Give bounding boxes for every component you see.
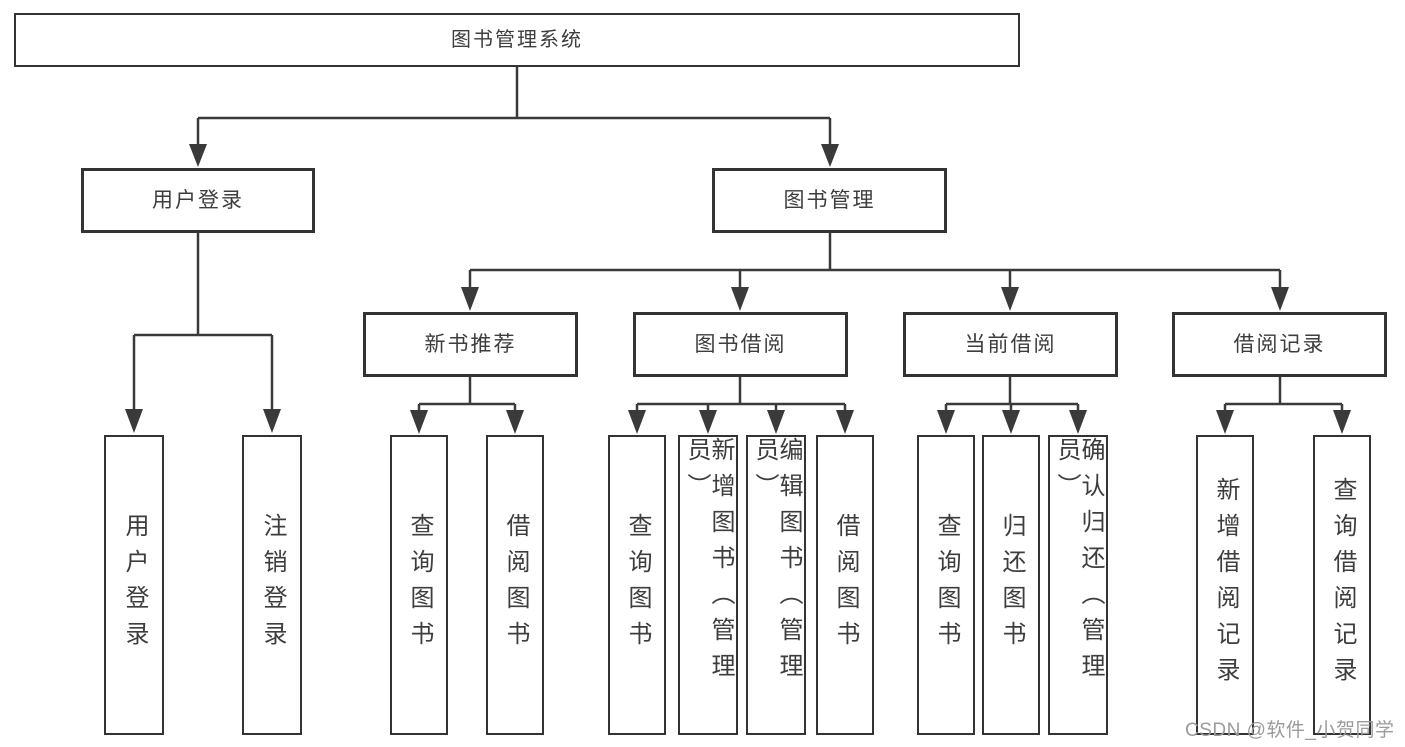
connector-book-mgmt-to-groups [468, 233, 1282, 289]
node-current-borrow: 当前借阅 [903, 312, 1118, 377]
leaf-confirm-return-admin: 确认归还（管理员） [1048, 435, 1108, 735]
arrow-down-icon [628, 410, 646, 434]
node-user-login: 用户登录 [81, 168, 315, 233]
arrow-down-icon [836, 410, 854, 434]
leaf-return-books: 归还图书 [982, 435, 1040, 735]
leaf-query-books: 查询图书 [608, 435, 666, 735]
arrow-down-icon [699, 410, 717, 434]
arrow-down-icon [461, 287, 479, 311]
arrowheads [125, 144, 1351, 434]
arrow-down-icon [1333, 410, 1351, 434]
connector-current-borrow-to-children [944, 377, 1080, 414]
node-book-borrow: 图书借阅 [633, 312, 848, 377]
leaf-query-borrow-record: 查询借阅记录 [1313, 435, 1371, 735]
arrow-down-icon [1001, 287, 1019, 311]
watermark: CSDN @软件_小贺同学 [1185, 720, 1395, 741]
node-book-management: 图书管理 [712, 168, 947, 233]
leaf-query-books: 查询图书 [917, 435, 975, 735]
connector-book-borrow-to-children [635, 377, 847, 414]
connector-lines [132, 67, 1344, 414]
connector-user-login-to-children [132, 233, 274, 412]
arrow-down-icon [189, 144, 207, 167]
connector-records-to-children [1223, 377, 1344, 414]
arrow-down-icon [1069, 410, 1087, 434]
connector-root-to-level2 [196, 67, 832, 147]
arrow-down-icon [1271, 287, 1289, 311]
arrow-down-icon [1216, 410, 1234, 434]
leaf-add-books-admin: 新增图书（管理员） [678, 435, 738, 735]
arrow-down-icon [410, 410, 428, 434]
node-borrow-records: 借阅记录 [1172, 312, 1387, 377]
leaf-add-borrow-record: 新增借阅记录 [1196, 435, 1254, 735]
leaf-edit-books-admin: 编辑图书（管理员） [746, 435, 806, 735]
leaf-query-books: 查询图书 [390, 435, 448, 735]
arrow-down-icon [731, 287, 749, 311]
connector-new-books-to-children [417, 377, 517, 414]
leaf-user-login: 用户登录 [104, 435, 164, 735]
node-new-book-recommend: 新书推荐 [363, 312, 578, 377]
leaf-borrow-books: 借阅图书 [486, 435, 544, 735]
arrow-down-icon [263, 409, 281, 433]
arrow-down-icon [767, 410, 785, 434]
leaf-borrow-books: 借阅图书 [816, 435, 874, 735]
arrow-down-icon [821, 144, 839, 167]
arrow-down-icon [937, 410, 955, 434]
arrow-down-icon [1002, 410, 1020, 434]
leaf-logout: 注销登录 [242, 435, 302, 735]
node-library-system: 图书管理系统 [14, 13, 1020, 67]
arrow-down-icon [506, 410, 524, 434]
arrow-down-icon [125, 409, 143, 433]
